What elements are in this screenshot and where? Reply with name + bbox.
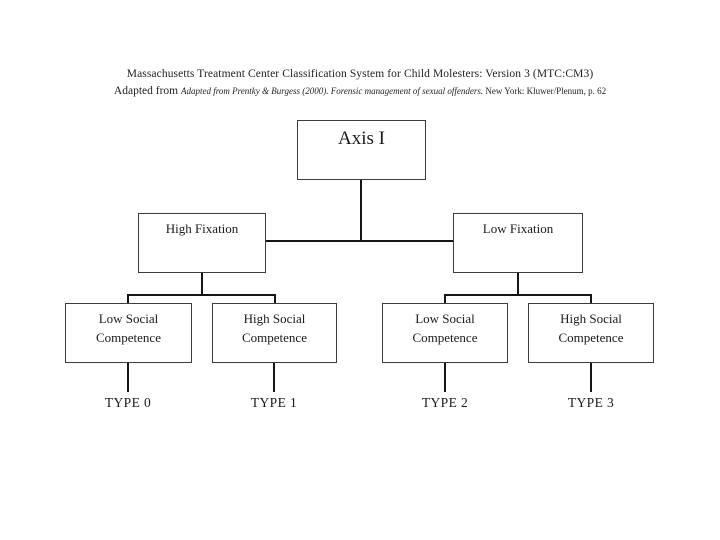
connector-low-fixation-down (517, 273, 519, 296)
connector-right-hsc-stub (590, 294, 592, 303)
connector-type0-line (127, 363, 129, 392)
node-high-social-competence-right: High Social Competence (528, 303, 654, 363)
connector-root-vertical (360, 180, 362, 242)
label-type-0: TYPE 0 (104, 395, 152, 410)
node-low-social-competence-right: Low Social Competence (382, 303, 508, 363)
label-type-3: TYPE 3 (567, 395, 615, 410)
node-axis-1: Axis I (297, 120, 426, 180)
diagram-title: Massachusetts Treatment Center Classific… (126, 68, 594, 80)
connector-type3-line (590, 363, 592, 392)
label-type-1: TYPE 1 (250, 395, 298, 410)
connector-fixation-horizontal (266, 240, 453, 242)
connector-right-lsc-stub (444, 294, 446, 303)
label-type-2: TYPE 2 (421, 395, 469, 410)
citation-prefix: Adapted from (113, 85, 181, 97)
diagram-citation: Adapted from Adapted from Prentky & Burg… (0, 85, 720, 97)
connector-left-branch-horizontal (127, 294, 276, 296)
connector-left-hsc-stub (274, 294, 276, 303)
node-high-fixation: High Fixation (138, 213, 266, 273)
connector-right-branch-horizontal (444, 294, 592, 296)
connector-high-fixation-down (201, 273, 203, 296)
connector-left-lsc-stub (127, 294, 129, 303)
node-high-social-competence-left: High Social Competence (212, 303, 337, 363)
citation-publisher: New York: Kluwer/Plenum, p. 62 (483, 86, 607, 96)
connector-type1-line (273, 363, 275, 392)
citation-italic-source: Adapted from Prentky & Burgess (2000). F… (180, 86, 484, 96)
node-low-fixation: Low Fixation (453, 213, 583, 273)
connector-type2-line (444, 363, 446, 392)
node-low-social-competence-left: Low Social Competence (65, 303, 192, 363)
